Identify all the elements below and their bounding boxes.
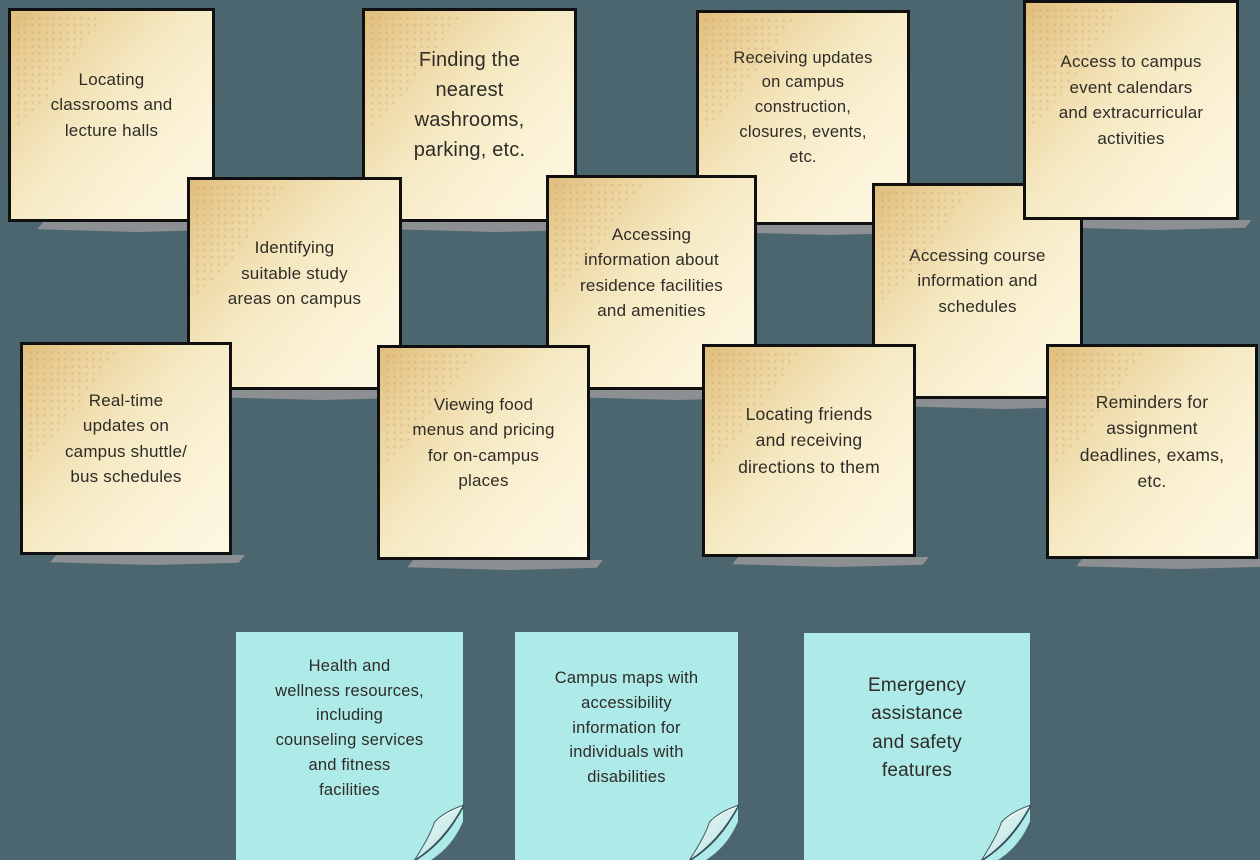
sticky-note-campus-maps-accessibility[interactable]: Campus maps with accessibility informati…	[515, 632, 739, 860]
sticky-note-locating-friends[interactable]: Locating friends and receiving direction…	[702, 344, 916, 557]
sticky-note-text: Health and wellness resources, including…	[275, 656, 424, 799]
sticky-note-text: Real-time updates on campus shuttle/ bus…	[64, 390, 188, 487]
sticky-note-health-wellness[interactable]: Health and wellness resources, including…	[236, 632, 464, 860]
sticky-note-text: Finding the nearest washrooms, parking, …	[413, 49, 526, 161]
sticky-note-text: Access to campus event calendars and ext…	[1058, 52, 1204, 148]
sticky-note-assignment-reminders[interactable]: Reminders for assignment deadlines, exam…	[1046, 344, 1258, 559]
sticky-note-text: Accessing course information and schedul…	[909, 245, 1046, 316]
sticky-note-text: Locating classrooms and lecture halls	[50, 69, 173, 140]
sticky-note-text: Receiving updates on campus construction…	[733, 48, 873, 166]
sticky-note-locating-classrooms[interactable]: Locating classrooms and lecture halls	[8, 8, 215, 222]
sticky-note-text: Reminders for assignment deadlines, exam…	[1079, 392, 1225, 491]
sticky-note-text: Viewing food menus and pricing for on-ca…	[412, 394, 555, 491]
page-curl-icon	[414, 804, 464, 860]
sticky-note-event-calendars[interactable]: Access to campus event calendars and ext…	[1023, 0, 1239, 220]
sticky-note-shuttle-schedules[interactable]: Real-time updates on campus shuttle/ bus…	[20, 342, 232, 555]
sticky-note-text: Campus maps with accessibility informati…	[554, 669, 699, 787]
page-curl-icon	[981, 804, 1031, 860]
sticky-note-text: Identifying suitable study areas on camp…	[227, 238, 362, 309]
sticky-note-text: Emergency assistance and safety features	[868, 674, 966, 782]
page-curl-icon	[689, 804, 739, 860]
sticky-note-text: Locating friends and receiving direction…	[738, 404, 880, 477]
sticky-note-emergency-assistance[interactable]: Emergency assistance and safety features	[804, 633, 1031, 860]
sticky-note-text: Accessing information about residence fa…	[580, 224, 723, 321]
sticky-note-food-menus[interactable]: Viewing food menus and pricing for on-ca…	[377, 345, 590, 560]
